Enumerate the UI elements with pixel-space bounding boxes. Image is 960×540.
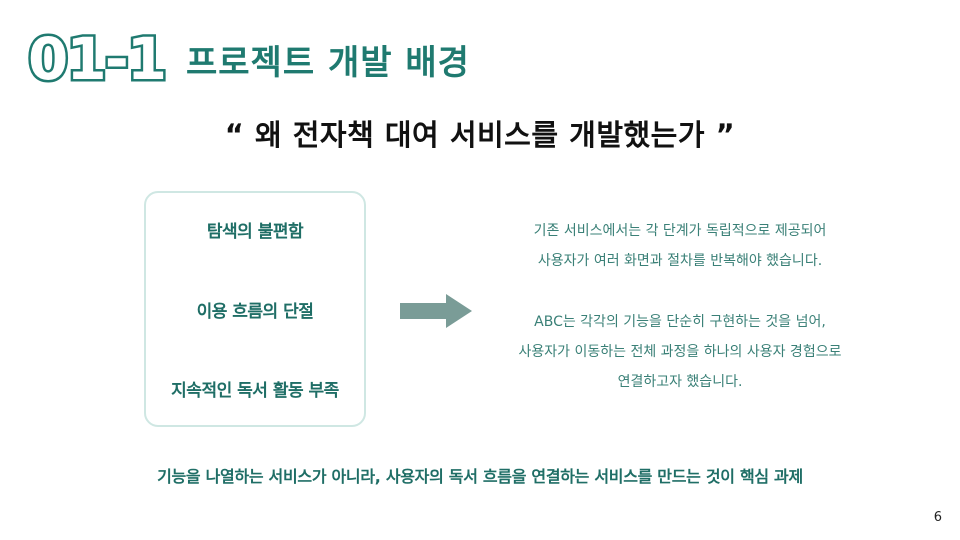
problem-item: 탐색의 불편함 — [206, 222, 304, 242]
description: 기존 서비스에서는 각 단계가 독립적으로 제공되어 사용자가 여러 화면과 절… — [470, 216, 890, 397]
problem-item: 지속적인 독서 활동 부족 — [171, 381, 339, 401]
right-arrow-icon — [400, 294, 472, 328]
page-title: 프로젝트 개발 배경 — [186, 43, 470, 83]
section-number: 01-1 — [25, 25, 169, 93]
description-line: ABC는 각각의 기능을 단순히 구현하는 것을 넘어, — [534, 314, 826, 330]
conclusion-text: 기능을 나열하는 서비스가 아니라, 사용자의 독서 흐름을 연결하는 서비스를… — [157, 467, 803, 486]
description-line: 사용자가 이동하는 전체 과정을 하나의 사용자 경험으로 — [518, 344, 842, 360]
question-subtitle: “ 왜 전자책 대여 서비스를 개발했는가 ” — [224, 118, 736, 152]
problem-item: 이용 흐름의 단절 — [196, 302, 314, 322]
problem-box: 탐색의 불편함 이용 흐름의 단절 지속적인 독서 활동 부족 — [144, 191, 366, 427]
description-line: 기존 서비스에서는 각 단계가 독립적으로 제공되어 — [533, 223, 827, 239]
description-line: 연결하고자 했습니다. — [617, 374, 743, 390]
description-line: 사용자가 여러 화면과 절차를 반복해야 했습니다. — [537, 253, 823, 269]
page-number: 6 — [933, 510, 942, 525]
